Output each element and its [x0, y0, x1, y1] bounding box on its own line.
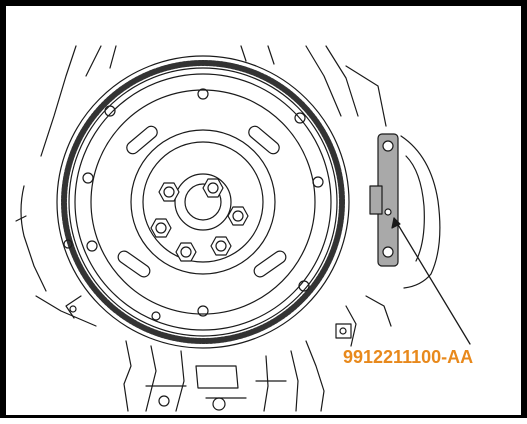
part-number-callout: 9912211100-AA [343, 347, 474, 367]
flywheel-illustration [15, 45, 471, 412]
callout-leader-line [391, 217, 471, 345]
ring-gear [56, 55, 350, 349]
engine-block-outline [15, 45, 441, 412]
hub-bolts [150, 178, 249, 262]
flywheel-plate [63, 88, 324, 321]
flywheel-lock-icon [369, 133, 399, 267]
